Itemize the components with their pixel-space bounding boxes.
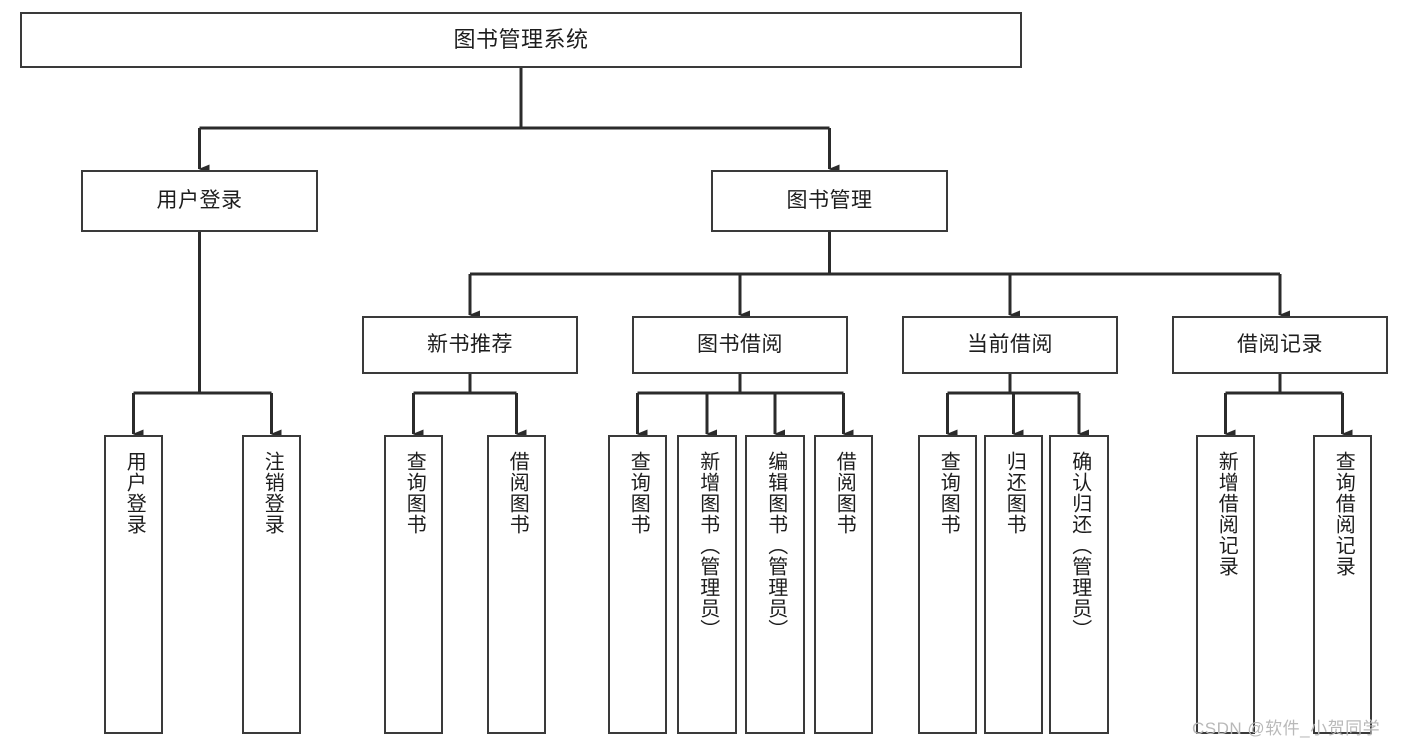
node-label-leaf-rec-add: 新增借阅记录 [1215, 451, 1238, 577]
node-label-borrow: 图书借阅 [697, 332, 783, 356]
node-label-login: 用户登录 [156, 188, 243, 212]
node-label-leaf-user-logout: 注销登录 [261, 451, 284, 535]
node-leaf-rec-query[interactable]: 查询借阅记录 [1313, 435, 1372, 734]
node-leaf-bb-add[interactable]: 新增图书（管理员） [677, 435, 737, 734]
node-newbook[interactable]: 新书推荐 [362, 316, 578, 374]
node-label-leaf-user-login: 用户登录 [123, 451, 146, 535]
node-leaf-bb-edit[interactable]: 编辑图书（管理员） [745, 435, 805, 734]
node-label-leaf-bb-edit: 编辑图书（管理员） [764, 451, 787, 640]
node-records[interactable]: 借阅记录 [1172, 316, 1388, 374]
node-label-leaf-bb-add: 新增图书（管理员） [696, 451, 719, 640]
node-label-leaf-rec-query: 查询借阅记录 [1332, 451, 1355, 577]
node-leaf-nb-query[interactable]: 查询图书 [384, 435, 443, 734]
node-root[interactable]: 图书管理系统 [20, 12, 1022, 68]
node-label-newbook: 新书推荐 [427, 332, 513, 356]
node-label-leaf-bb-query: 查询图书 [627, 451, 650, 535]
node-label-leaf-nb-borrow: 借阅图书 [506, 451, 529, 535]
node-label-leaf-cb-confirm: 确认归还（管理员） [1068, 451, 1091, 640]
node-leaf-user-login[interactable]: 用户登录 [104, 435, 163, 734]
node-current[interactable]: 当前借阅 [902, 316, 1118, 374]
node-label-root: 图书管理系统 [453, 27, 589, 53]
node-leaf-bb-borrow[interactable]: 借阅图书 [814, 435, 873, 734]
node-leaf-nb-borrow[interactable]: 借阅图书 [487, 435, 546, 734]
node-label-bookmgmt: 图书管理 [786, 188, 873, 212]
node-leaf-bb-query[interactable]: 查询图书 [608, 435, 667, 734]
node-leaf-cb-query[interactable]: 查询图书 [918, 435, 977, 734]
node-bookmgmt[interactable]: 图书管理 [711, 170, 948, 232]
node-login[interactable]: 用户登录 [81, 170, 318, 232]
node-leaf-rec-add[interactable]: 新增借阅记录 [1196, 435, 1255, 734]
node-leaf-cb-confirm[interactable]: 确认归还（管理员） [1049, 435, 1109, 734]
node-label-leaf-cb-query: 查询图书 [937, 451, 960, 535]
node-label-records: 借阅记录 [1237, 332, 1323, 356]
node-borrow[interactable]: 图书借阅 [632, 316, 848, 374]
node-label-leaf-nb-query: 查询图书 [403, 451, 426, 535]
node-label-leaf-cb-return: 归还图书 [1003, 451, 1026, 535]
node-leaf-user-logout[interactable]: 注销登录 [242, 435, 301, 734]
node-leaf-cb-return[interactable]: 归还图书 [984, 435, 1043, 734]
node-label-current: 当前借阅 [967, 332, 1053, 356]
node-label-leaf-bb-borrow: 借阅图书 [833, 451, 856, 535]
